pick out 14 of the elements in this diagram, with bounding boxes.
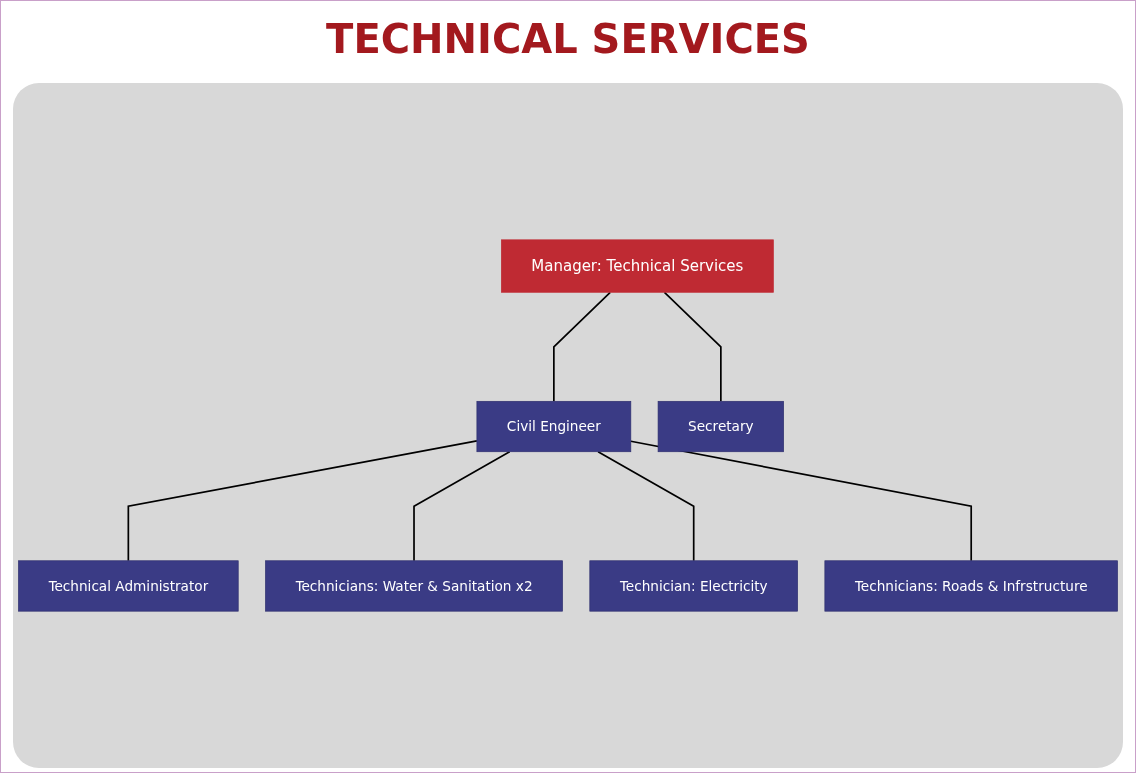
connector-line [597,450,695,562]
role-box: Civil Engineer [476,400,632,453]
role-box: Technician: Electricity [589,560,798,612]
connector-line [629,440,973,562]
role-box: Technicians: Water & Sanitation x2 [265,560,563,612]
role-box: Technical Administrator [18,560,239,612]
connector-line [553,291,612,403]
connector-line [127,440,478,562]
title: TECHNICAL SERVICES [325,15,811,64]
manager-box: Manager: Technical Services [501,239,774,293]
connector-line [413,450,511,562]
role-box: Secretary [657,400,784,453]
connector-line [663,291,722,403]
role-box: Technicians: Roads & Infrstructure [824,560,1118,612]
